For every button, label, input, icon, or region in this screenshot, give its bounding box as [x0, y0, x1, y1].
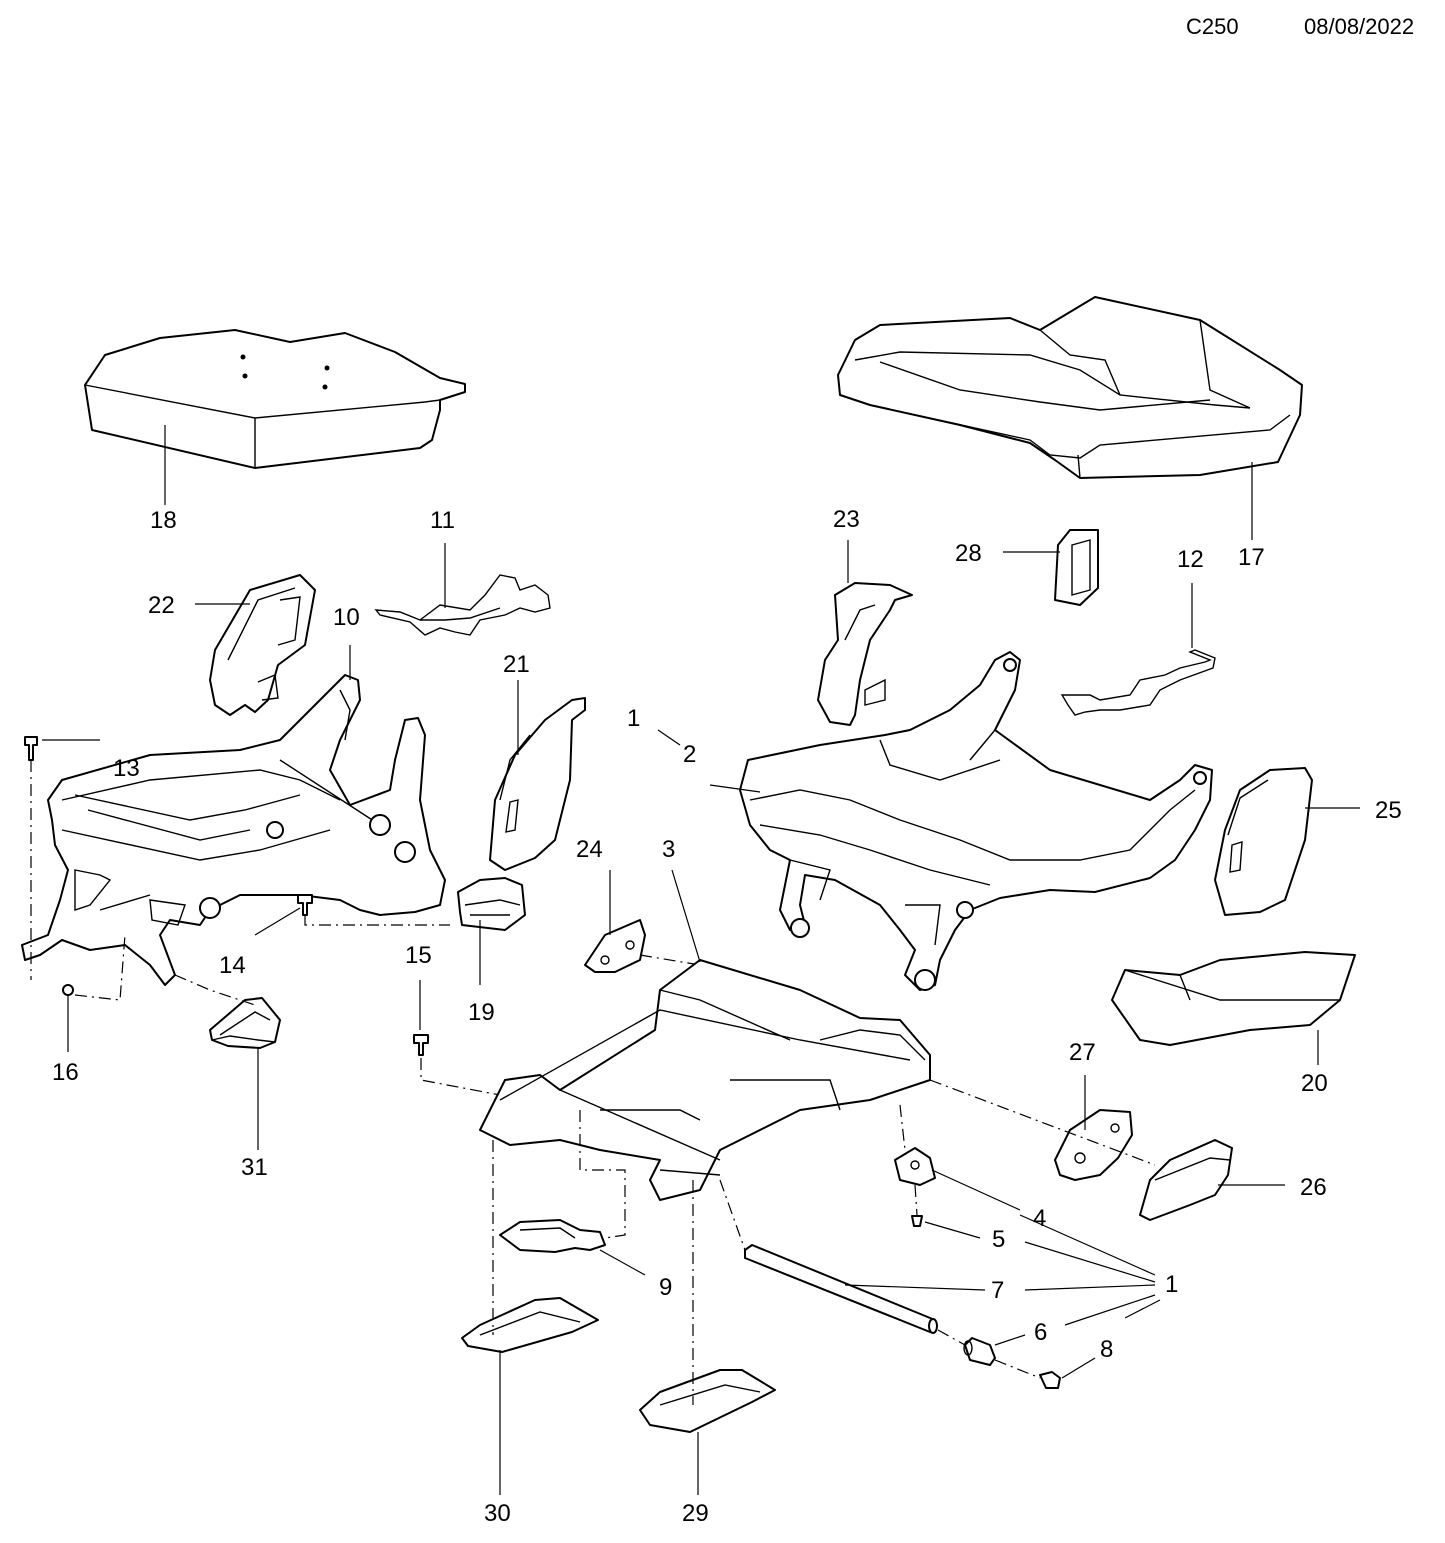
- side-trim-left-upper[interactable]: [209, 574, 316, 716]
- callout-2: 2: [683, 741, 696, 768]
- callout-3: 3: [662, 836, 675, 863]
- screw-15[interactable]: [413, 1034, 429, 1056]
- callout-18: 18: [150, 507, 177, 534]
- callout-10: 10: [333, 604, 360, 631]
- seat-cushion-pad-left[interactable]: [84, 329, 466, 469]
- callout-1-bottom: 1: [1165, 1271, 1178, 1298]
- bracket-27[interactable]: [1054, 1109, 1133, 1181]
- screw-5[interactable]: [911, 1215, 923, 1227]
- callout-29: 29: [682, 1500, 709, 1527]
- diagram-date: 08/08/2022: [1304, 14, 1415, 39]
- bushing-6[interactable]: [963, 1337, 996, 1366]
- callout-9: 9: [659, 1274, 672, 1301]
- seat-frame-left[interactable]: [21, 674, 446, 986]
- callout-15: 15: [405, 942, 432, 969]
- cover-26[interactable]: [1139, 1139, 1233, 1221]
- torque-tube-7[interactable]: [744, 1244, 938, 1334]
- callout-19: 19: [468, 999, 495, 1026]
- spring-wire-left[interactable]: [374, 574, 551, 636]
- callout-26: 26: [1300, 1174, 1327, 1201]
- callout-25: 25: [1375, 797, 1402, 824]
- callout-31: 31: [241, 1154, 268, 1181]
- callout-24: 24: [576, 836, 603, 863]
- spring-wire-right[interactable]: [1060, 649, 1216, 716]
- callout-20: 20: [1301, 1070, 1328, 1097]
- callout-5: 5: [992, 1226, 1005, 1253]
- callout-23: 23: [833, 506, 860, 533]
- diagram-code: C250: [1186, 14, 1239, 39]
- track-cover-30[interactable]: [461, 1297, 599, 1353]
- latch-4[interactable]: [894, 1147, 936, 1186]
- callout-22: 22: [148, 592, 175, 619]
- seat-frame-right[interactable]: [739, 651, 1213, 991]
- bracket-24[interactable]: [584, 919, 646, 973]
- seat-cushion-pad-right[interactable]: [837, 296, 1303, 479]
- callout-7: 7: [991, 1277, 1004, 1304]
- callout-8: 8: [1100, 1336, 1113, 1363]
- callout-28: 28: [955, 540, 982, 567]
- seat-track-assembly[interactable]: [479, 959, 931, 1201]
- screw-13[interactable]: [24, 736, 38, 761]
- side-trim-left-panel[interactable]: [489, 697, 586, 871]
- release-handle-9[interactable]: [499, 1219, 606, 1253]
- callout-17: 17: [1238, 544, 1265, 571]
- callout-14: 14: [219, 952, 246, 979]
- side-trim-20[interactable]: [1111, 951, 1356, 1046]
- callout-6: 6: [1034, 1319, 1047, 1346]
- callout-13: 13: [113, 755, 140, 782]
- callout-11: 11: [430, 507, 455, 534]
- bracket-19[interactable]: [457, 877, 526, 931]
- screw-14[interactable]: [297, 894, 313, 916]
- bolt-8[interactable]: [1039, 1371, 1061, 1389]
- recliner-handle-31[interactable]: [209, 997, 281, 1049]
- ball-16[interactable]: [62, 984, 74, 996]
- callout-4: 4: [1033, 1205, 1046, 1232]
- trim-23[interactable]: [817, 582, 913, 726]
- callout-16: 16: [52, 1059, 79, 1086]
- side-trim-25[interactable]: [1214, 767, 1313, 916]
- switch-28[interactable]: [1054, 529, 1099, 606]
- callout-21: 21: [503, 651, 530, 678]
- page-header: C250 08/08/2022: [0, 14, 1445, 46]
- callout-1-top: 1: [627, 705, 640, 732]
- callout-27: 27: [1069, 1039, 1096, 1066]
- track-cover-29[interactable]: [639, 1369, 776, 1433]
- callout-30: 30: [484, 1500, 511, 1527]
- callout-12: 12: [1177, 546, 1204, 573]
